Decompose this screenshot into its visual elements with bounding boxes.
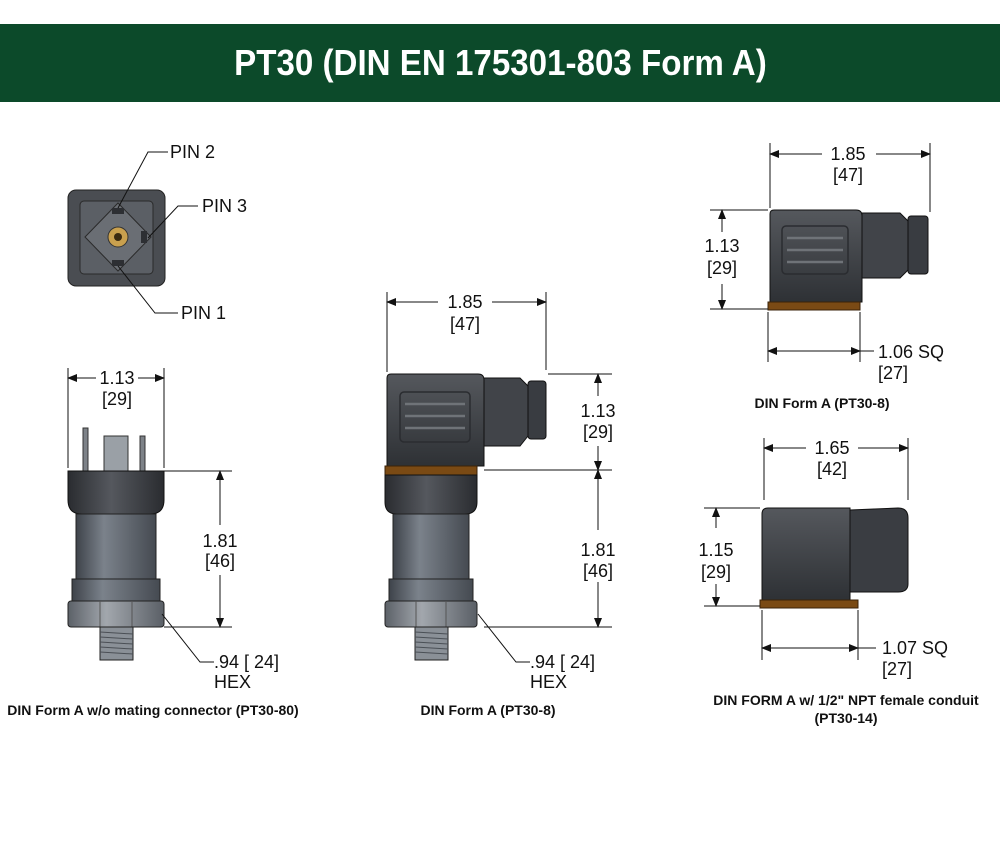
view2-body-height-in: 1.81 <box>580 540 615 560</box>
view1-width-mm: [29] <box>102 389 132 409</box>
view1-hex-size: .94 [ 24] <box>214 652 279 672</box>
sensor-body <box>75 513 157 581</box>
view4-width-mm: [42] <box>817 459 847 479</box>
view4-square-in: 1.07 SQ <box>882 638 948 658</box>
hex-nut <box>384 600 478 628</box>
view2-conn-height-mm: [29] <box>583 422 613 442</box>
view3-width-in: 1.85 <box>830 144 865 164</box>
view2-sensor-with-connector: 1.85 [47] 1.13 [29] 1.81 [46] .94 [ 24] … <box>384 292 616 718</box>
view4-square-mm: [27] <box>882 659 912 679</box>
view3-caption: DIN Form A (PT30-8) <box>754 395 889 411</box>
pin-view: PIN 2 PIN 3 PIN 1 <box>67 142 247 323</box>
cable-gland <box>907 215 929 275</box>
conduit-hub <box>849 507 909 593</box>
view2-conn-height-in: 1.13 <box>580 401 615 421</box>
black-cap <box>67 470 165 515</box>
view2-hex-size: .94 [ 24] <box>530 652 595 672</box>
view3-square-in: 1.06 SQ <box>878 342 944 362</box>
view1-caption: DIN Form A w/o mating connector (PT30-80… <box>7 702 298 718</box>
pin2-label: PIN 2 <box>170 142 215 162</box>
view1-sensor-no-connector: 1.13 [29] 1.81 [46] .94 [ 24] HEX DIN Fo… <box>7 368 299 718</box>
pin3-label: PIN 3 <box>202 196 247 216</box>
view2-width-in: 1.85 <box>447 292 482 312</box>
view1-height-in: 1.81 <box>202 531 237 551</box>
connector-housing <box>761 507 851 601</box>
view4-height-mm: [29] <box>701 562 731 582</box>
title-banner: PT30 (DIN EN 175301-803 Form A) <box>0 24 1000 102</box>
view1-height-mm: [46] <box>205 551 235 571</box>
view2-width-mm: [47] <box>450 314 480 334</box>
seal <box>384 465 478 476</box>
view3-connector-side: 1.85 [47] 1.13 [29] 1.06 SQ [27] DIN For… <box>704 143 944 411</box>
pin1-label: PIN 1 <box>181 303 226 323</box>
view4-conduit-connector: 1.65 [42] 1.15 [29] 1.07 SQ [27] DIN FOR… <box>698 438 979 726</box>
page-title: PT30 (DIN EN 175301-803 Form A) <box>233 42 767 83</box>
seal <box>767 301 861 311</box>
view4-caption-line2: (PT30-14) <box>814 710 877 726</box>
view3-square-mm: [27] <box>878 363 908 383</box>
view1-hex-label: HEX <box>214 672 251 692</box>
cable-gland <box>527 380 547 440</box>
view3-height-in: 1.13 <box>704 236 739 256</box>
view2-caption: DIN Form A (PT30-8) <box>420 702 555 718</box>
hex-nut <box>67 600 165 628</box>
view2-body-height-mm: [46] <box>583 561 613 581</box>
seal <box>759 599 859 609</box>
view3-width-mm: [47] <box>833 165 863 185</box>
view4-height-in: 1.15 <box>698 540 733 560</box>
view3-height-mm: [29] <box>707 258 737 278</box>
view2-hex-label: HEX <box>530 672 567 692</box>
view4-width-in: 1.65 <box>814 438 849 458</box>
view1-width-in: 1.13 <box>99 368 134 388</box>
sensor-body <box>392 513 470 581</box>
view4-caption-line1: DIN FORM A w/ 1/2" NPT female conduit <box>713 692 979 708</box>
